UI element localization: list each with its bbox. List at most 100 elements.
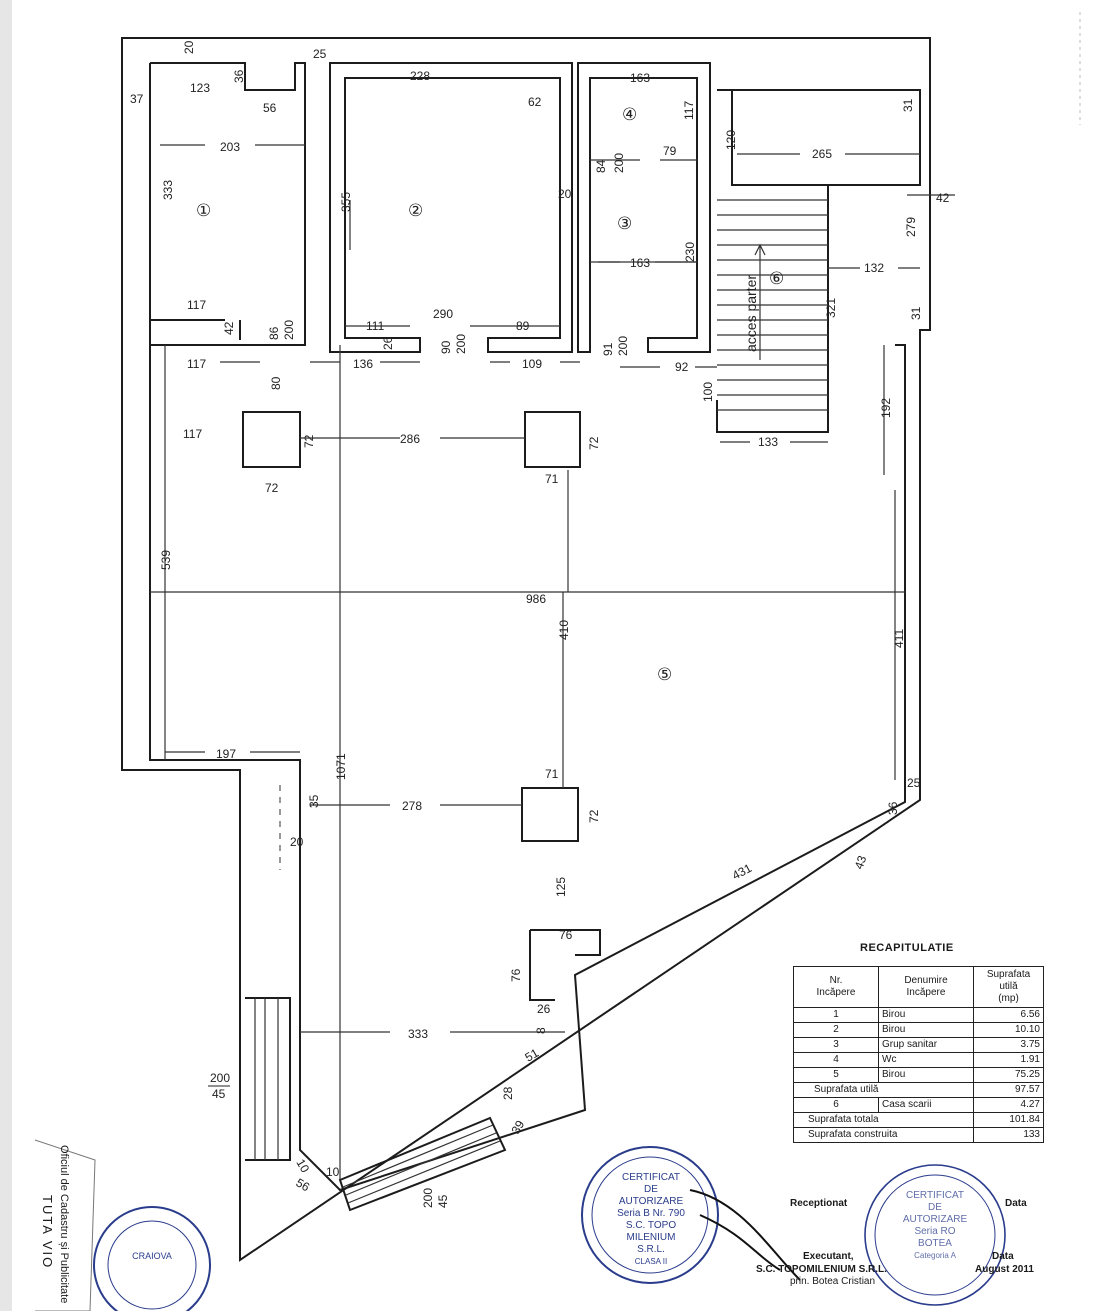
dim-label: 28 bbox=[501, 1086, 515, 1100]
dim-label: 43 bbox=[852, 853, 870, 871]
recap-nr: 5 bbox=[793, 1067, 879, 1083]
date-value: August 2011 bbox=[975, 1264, 1034, 1275]
dim-label: 410 bbox=[557, 620, 571, 640]
dim-label: 31 bbox=[901, 98, 915, 112]
stamp-certificate-1 bbox=[581, 1146, 801, 1284]
dim-label: 200 bbox=[210, 1071, 230, 1085]
dim-label: 36 bbox=[232, 69, 246, 83]
dim-label: 125 bbox=[554, 877, 568, 897]
dim-label: 539 bbox=[159, 550, 173, 570]
dim-label: 37 bbox=[130, 92, 144, 106]
stamp-line: MILENIUM bbox=[626, 1232, 676, 1243]
dim-label: 136 bbox=[353, 357, 373, 371]
ocpi-side-text: Oficiul de Cadastru și Publicitate bbox=[58, 1145, 70, 1304]
stamp-ocpi bbox=[93, 1206, 211, 1316]
dim-label: 290 bbox=[433, 307, 453, 321]
dim-label: 117 bbox=[187, 298, 206, 312]
recap-header-name: Denumire Incăpere bbox=[878, 966, 974, 1008]
dim-label: 265 bbox=[812, 147, 832, 161]
dim-label: 42 bbox=[222, 321, 236, 335]
recap-nr: 2 bbox=[793, 1022, 879, 1038]
stamp-line: DE bbox=[928, 1202, 942, 1213]
stamp-line: AUTORIZARE bbox=[902, 1214, 968, 1225]
dim-label: 76 bbox=[509, 968, 523, 982]
dim-label: 62 bbox=[528, 95, 542, 109]
stamp-line: CRAIOVA bbox=[132, 1251, 172, 1261]
dim-label: 192 bbox=[879, 398, 893, 418]
room-number-3: ③ bbox=[617, 214, 632, 233]
dim-label: 411 bbox=[892, 629, 906, 648]
access-label: acces parter bbox=[743, 275, 759, 352]
dim-label: 90 bbox=[439, 340, 453, 354]
stamp-line: S.R.L. bbox=[637, 1244, 665, 1255]
dim-label: 26 bbox=[381, 336, 395, 350]
recap-area: 6.56 bbox=[973, 1007, 1044, 1023]
recap-util-value: 97.57 bbox=[973, 1082, 1044, 1098]
dim-label: 72 bbox=[587, 436, 601, 450]
dim-label: 91 bbox=[601, 342, 615, 356]
room-number-1: ① bbox=[196, 201, 211, 220]
dim-label: 200 bbox=[421, 1188, 435, 1208]
dim-label: 72 bbox=[587, 809, 601, 823]
dim-label: 42 bbox=[936, 191, 950, 205]
recap-nr: 3 bbox=[793, 1037, 879, 1053]
data-label: Data bbox=[1005, 1198, 1027, 1209]
dim-label: 132 bbox=[864, 261, 884, 275]
dim-label: 117 bbox=[187, 357, 206, 371]
recap-area: 3.75 bbox=[973, 1037, 1044, 1053]
stamp-line: Seria RO bbox=[914, 1226, 956, 1237]
dim-label: 84 bbox=[594, 159, 608, 173]
dim-label: 89 bbox=[516, 319, 530, 333]
dim-label: 86 bbox=[267, 326, 281, 340]
dim-label: 1071 bbox=[334, 753, 348, 780]
dim-label: 100 bbox=[701, 382, 715, 402]
recap-area: 10.10 bbox=[973, 1022, 1044, 1038]
dim-label: 71 bbox=[545, 472, 559, 486]
recap-name: Birou bbox=[878, 1067, 974, 1083]
dim-label: 230 bbox=[683, 242, 697, 262]
recap-header-row: Nr. Incăpere Denumire Incăpere Suprafata… bbox=[793, 966, 1044, 1008]
dim-label: 10 bbox=[326, 1165, 340, 1179]
dim-label: 20 bbox=[558, 187, 572, 201]
recap-total-value: 101.84 bbox=[973, 1112, 1044, 1128]
recap-built-label: Suprafata construita bbox=[793, 1127, 974, 1143]
stamp-line: CERTIFICAT bbox=[622, 1172, 680, 1183]
stamp-line: CLASA II bbox=[634, 1257, 668, 1266]
stamp-ocpi-text: CRAIOVA bbox=[112, 1250, 192, 1262]
recap-header-nr: Nr. Incăpere bbox=[793, 966, 879, 1008]
room-number-2: ② bbox=[408, 201, 423, 220]
dim-label: 20 bbox=[182, 40, 196, 54]
stamp-line: Categoria A bbox=[914, 1251, 956, 1260]
dim-label: 278 bbox=[402, 799, 422, 813]
dim-label: 123 bbox=[190, 81, 210, 95]
dim-label: 111 bbox=[366, 319, 385, 333]
recap-area: 75.25 bbox=[973, 1067, 1044, 1083]
dim-label: 72 bbox=[265, 481, 279, 495]
stamp-line: S.C. TOPO bbox=[625, 1220, 677, 1231]
dim-label: 109 bbox=[522, 357, 542, 371]
recap-util-label: Suprafata utilă bbox=[793, 1082, 974, 1098]
dim-label: 200 bbox=[454, 334, 468, 354]
recap-header-area: Suprafata utilă (mp) bbox=[973, 966, 1044, 1008]
dim-label: 79 bbox=[663, 144, 677, 158]
recap-nr: 4 bbox=[793, 1052, 879, 1068]
dim-label: 228 bbox=[410, 69, 430, 83]
stamp-line: BOTEA bbox=[918, 1238, 952, 1249]
dim-label: 25 bbox=[907, 776, 921, 790]
stamp-line: DE bbox=[644, 1184, 658, 1195]
recap-table: Nr. Incăpere Denumire Incăpere Suprafata… bbox=[793, 966, 1044, 1143]
dim-label: 39 bbox=[508, 1118, 527, 1137]
dim-label: 71 bbox=[545, 767, 559, 781]
dim-label: 120 bbox=[724, 130, 738, 150]
dim-label: 355 bbox=[339, 192, 353, 212]
dim-label: 35 bbox=[307, 794, 321, 808]
dim-label: 431 bbox=[730, 861, 755, 883]
